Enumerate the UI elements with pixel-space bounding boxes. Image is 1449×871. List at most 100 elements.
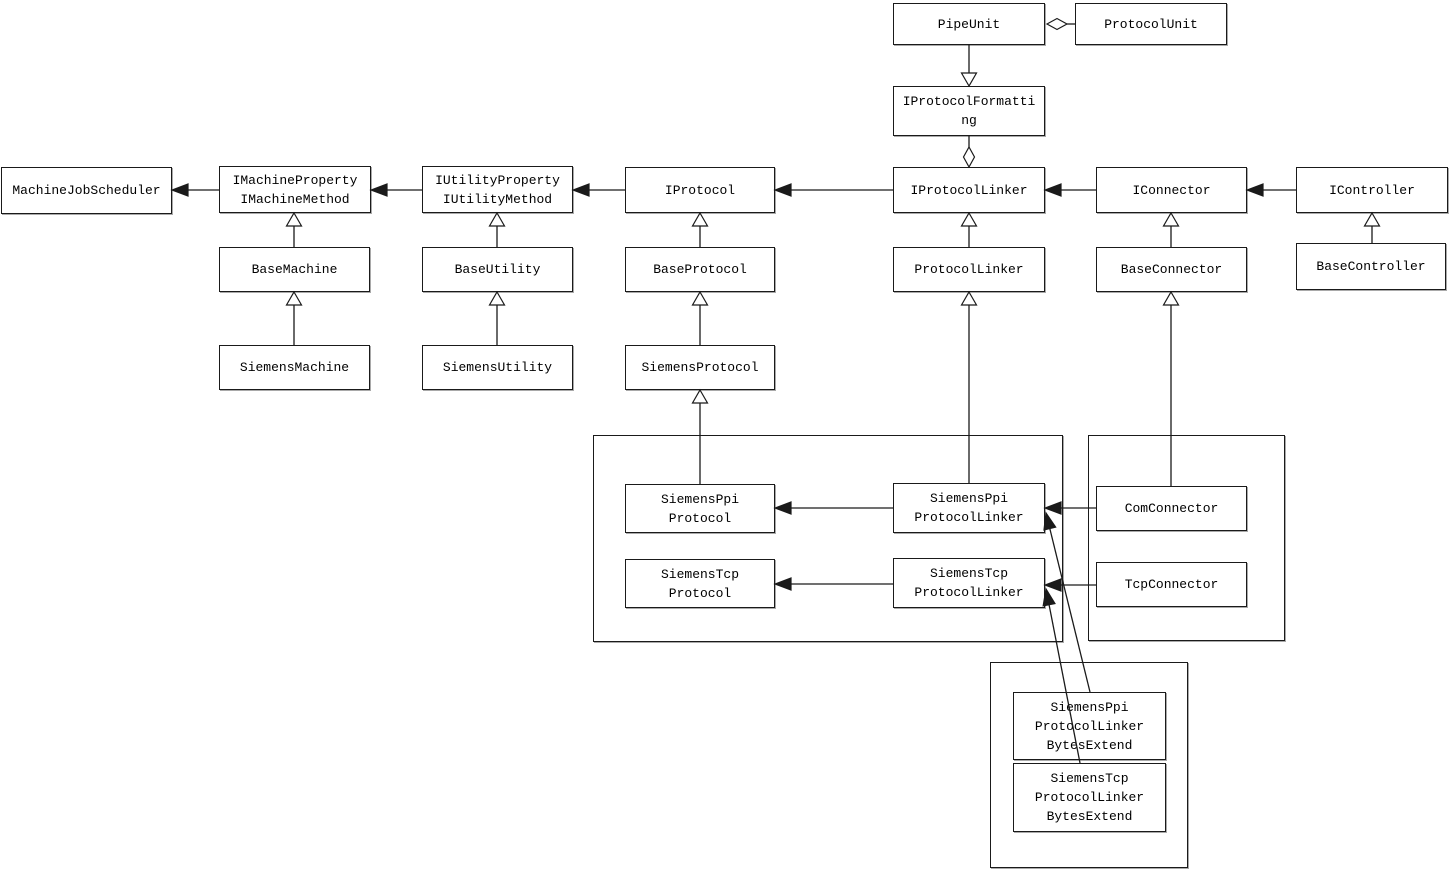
edge-association-i-machine-to-machine-job-scheduler — [170, 183, 219, 197]
inheritance-arrowhead-icon — [691, 211, 709, 227]
edge-inheritance-siemens-machine-to-base-machine — [285, 290, 303, 345]
class-node-i-controller: IController — [1296, 167, 1448, 213]
class-node-label: TcpConnector — [1124, 577, 1219, 592]
inheritance-arrowhead-icon — [1162, 290, 1180, 306]
class-node-com-connector: ComConnector — [1096, 486, 1247, 531]
class-node-i-connector: IConnector — [1096, 167, 1247, 213]
edge-aggregation-protocol-unit-to-pipe-unit — [1045, 17, 1075, 31]
class-node-label: Protocol — [668, 585, 732, 601]
class-node-label: MachineJobScheduler — [12, 183, 161, 198]
edge-inheritance-base-controller-to-i-controller — [1363, 211, 1381, 243]
association-arrowhead-icon — [369, 183, 388, 197]
inheritance-arrowhead-icon — [960, 211, 978, 227]
edge-inheritance-base-utility-to-i-utility — [488, 211, 506, 247]
edge-aggregation-i-protocol-formatting-to-i-protocol-linker — [962, 136, 976, 169]
class-node-label: IUtilityMethod — [442, 191, 553, 207]
class-node-label: IMachineProperty — [232, 172, 358, 188]
edge-inheritance-siemens-protocol-to-base-protocol — [691, 290, 709, 345]
inheritance-arrowhead-icon — [1363, 211, 1381, 227]
aggregation-arrowhead-icon — [962, 145, 976, 169]
class-node-i-protocol-linker: IProtocolLinker — [893, 167, 1045, 213]
class-node-i-protocol: IProtocol — [625, 167, 775, 213]
class-node-pipe-unit: PipeUnit — [893, 3, 1045, 45]
class-node-base-utility: BaseUtility — [422, 247, 573, 292]
inheritance-arrowhead-icon — [285, 211, 303, 227]
class-node-label: IController — [1329, 182, 1415, 198]
edge-association-i-protocol-to-i-utility — [571, 183, 625, 197]
class-node-label: IProtocol — [664, 182, 736, 198]
class-node-label: BaseProtocol — [653, 262, 747, 277]
class-node-label: ProtocolLinker — [1034, 790, 1145, 805]
class-node-label: IProtocolLinker — [910, 182, 1028, 198]
class-node-label: Protocol — [668, 510, 732, 526]
class-node-siemens-utility: SiemensUtility — [422, 345, 573, 390]
inheritance-arrowhead-icon — [285, 290, 303, 306]
class-node-label: SiemensUtility — [442, 360, 553, 375]
inheritance-arrowhead-icon — [488, 211, 506, 227]
class-node-label: ng — [961, 113, 977, 128]
association-arrowhead-icon — [1245, 183, 1264, 197]
edge-inheritance-base-connector-to-i-connector — [1162, 211, 1180, 247]
class-node-label: BaseMachine — [251, 262, 338, 277]
class-node-base-protocol: BaseProtocol — [625, 247, 775, 292]
inheritance-arrowhead-icon — [1162, 211, 1180, 227]
group-frame-connector-group — [1088, 435, 1285, 641]
edge-inheritance-base-machine-to-i-machine — [285, 211, 303, 247]
association-arrowhead-icon — [1043, 183, 1062, 197]
edge-association-i-controller-to-i-connector — [1245, 183, 1296, 197]
class-node-label: ProtocolUnit — [1104, 16, 1198, 32]
association-arrowhead-icon — [571, 183, 590, 197]
edge-inheritance-pipe-unit-to-i-protocol-formatting — [960, 45, 978, 88]
edge-inheritance-base-protocol-to-i-protocol — [691, 211, 709, 247]
edge-association-i-connector-to-i-protocol-linker — [1043, 183, 1096, 197]
class-node-label: PipeUnit — [937, 16, 1001, 32]
class-node-label: SiemensPpi — [660, 491, 739, 507]
class-node-label: SiemensPpi — [1050, 699, 1129, 715]
inheritance-arrowhead-icon — [960, 290, 978, 306]
class-node-label: ProtocolLinker — [1034, 718, 1145, 734]
class-node-label: ProtocolLinker — [914, 585, 1024, 600]
class-node-label: SiemensPpi — [929, 491, 1008, 506]
inheritance-arrowhead-icon — [488, 290, 506, 306]
class-node-label: IConnector — [1132, 182, 1211, 198]
class-node-label: IMachineMethod — [240, 191, 350, 207]
class-node-label: IProtocolFormatti — [902, 94, 1036, 109]
class-node-protocol-linker: ProtocolLinker — [893, 247, 1045, 292]
group-frame-siemens-protocol-linker-group — [593, 435, 1063, 642]
class-node-label: BytesExtend — [1046, 737, 1133, 753]
edge-association-i-protocol-linker-to-i-protocol — [773, 183, 893, 197]
class-node-tcp-connector: TcpConnector — [1096, 562, 1247, 607]
edge-inheritance-siemens-utility-to-base-utility — [488, 290, 506, 345]
class-node-label: SiemensTcp — [929, 566, 1008, 581]
inheritance-arrowhead-icon — [960, 72, 978, 88]
class-node-label: SiemensTcp — [1050, 771, 1129, 786]
inheritance-arrowhead-icon — [691, 388, 709, 404]
edge-inheritance-protocol-linker-to-i-protocol-linker — [960, 211, 978, 247]
class-node-machine-job-scheduler: MachineJobScheduler — [1, 167, 172, 214]
class-node-label: SiemensTcp — [660, 566, 739, 582]
class-node-label: ProtocolLinker — [914, 262, 1024, 277]
class-node-base-connector: BaseConnector — [1096, 247, 1247, 292]
class-node-label: BytesExtend — [1046, 809, 1133, 824]
aggregation-arrowhead-icon — [1045, 17, 1069, 31]
class-node-base-controller: BaseController — [1296, 243, 1446, 290]
class-node-label: BaseConnector — [1120, 262, 1223, 277]
association-arrowhead-icon — [773, 183, 792, 197]
class-node-base-machine: BaseMachine — [219, 247, 370, 292]
inheritance-arrowhead-icon — [691, 290, 709, 306]
class-node-label: ProtocolLinker — [914, 510, 1024, 525]
class-node-i-protocol-formatting: IProtocolFormatti ng — [893, 86, 1045, 136]
class-node-siemens-protocol: SiemensProtocol — [625, 345, 775, 390]
edge-association-i-utility-to-i-machine — [369, 183, 422, 197]
class-node-label: SiemensMachine — [239, 360, 350, 375]
class-node-label: BaseUtility — [454, 262, 541, 277]
